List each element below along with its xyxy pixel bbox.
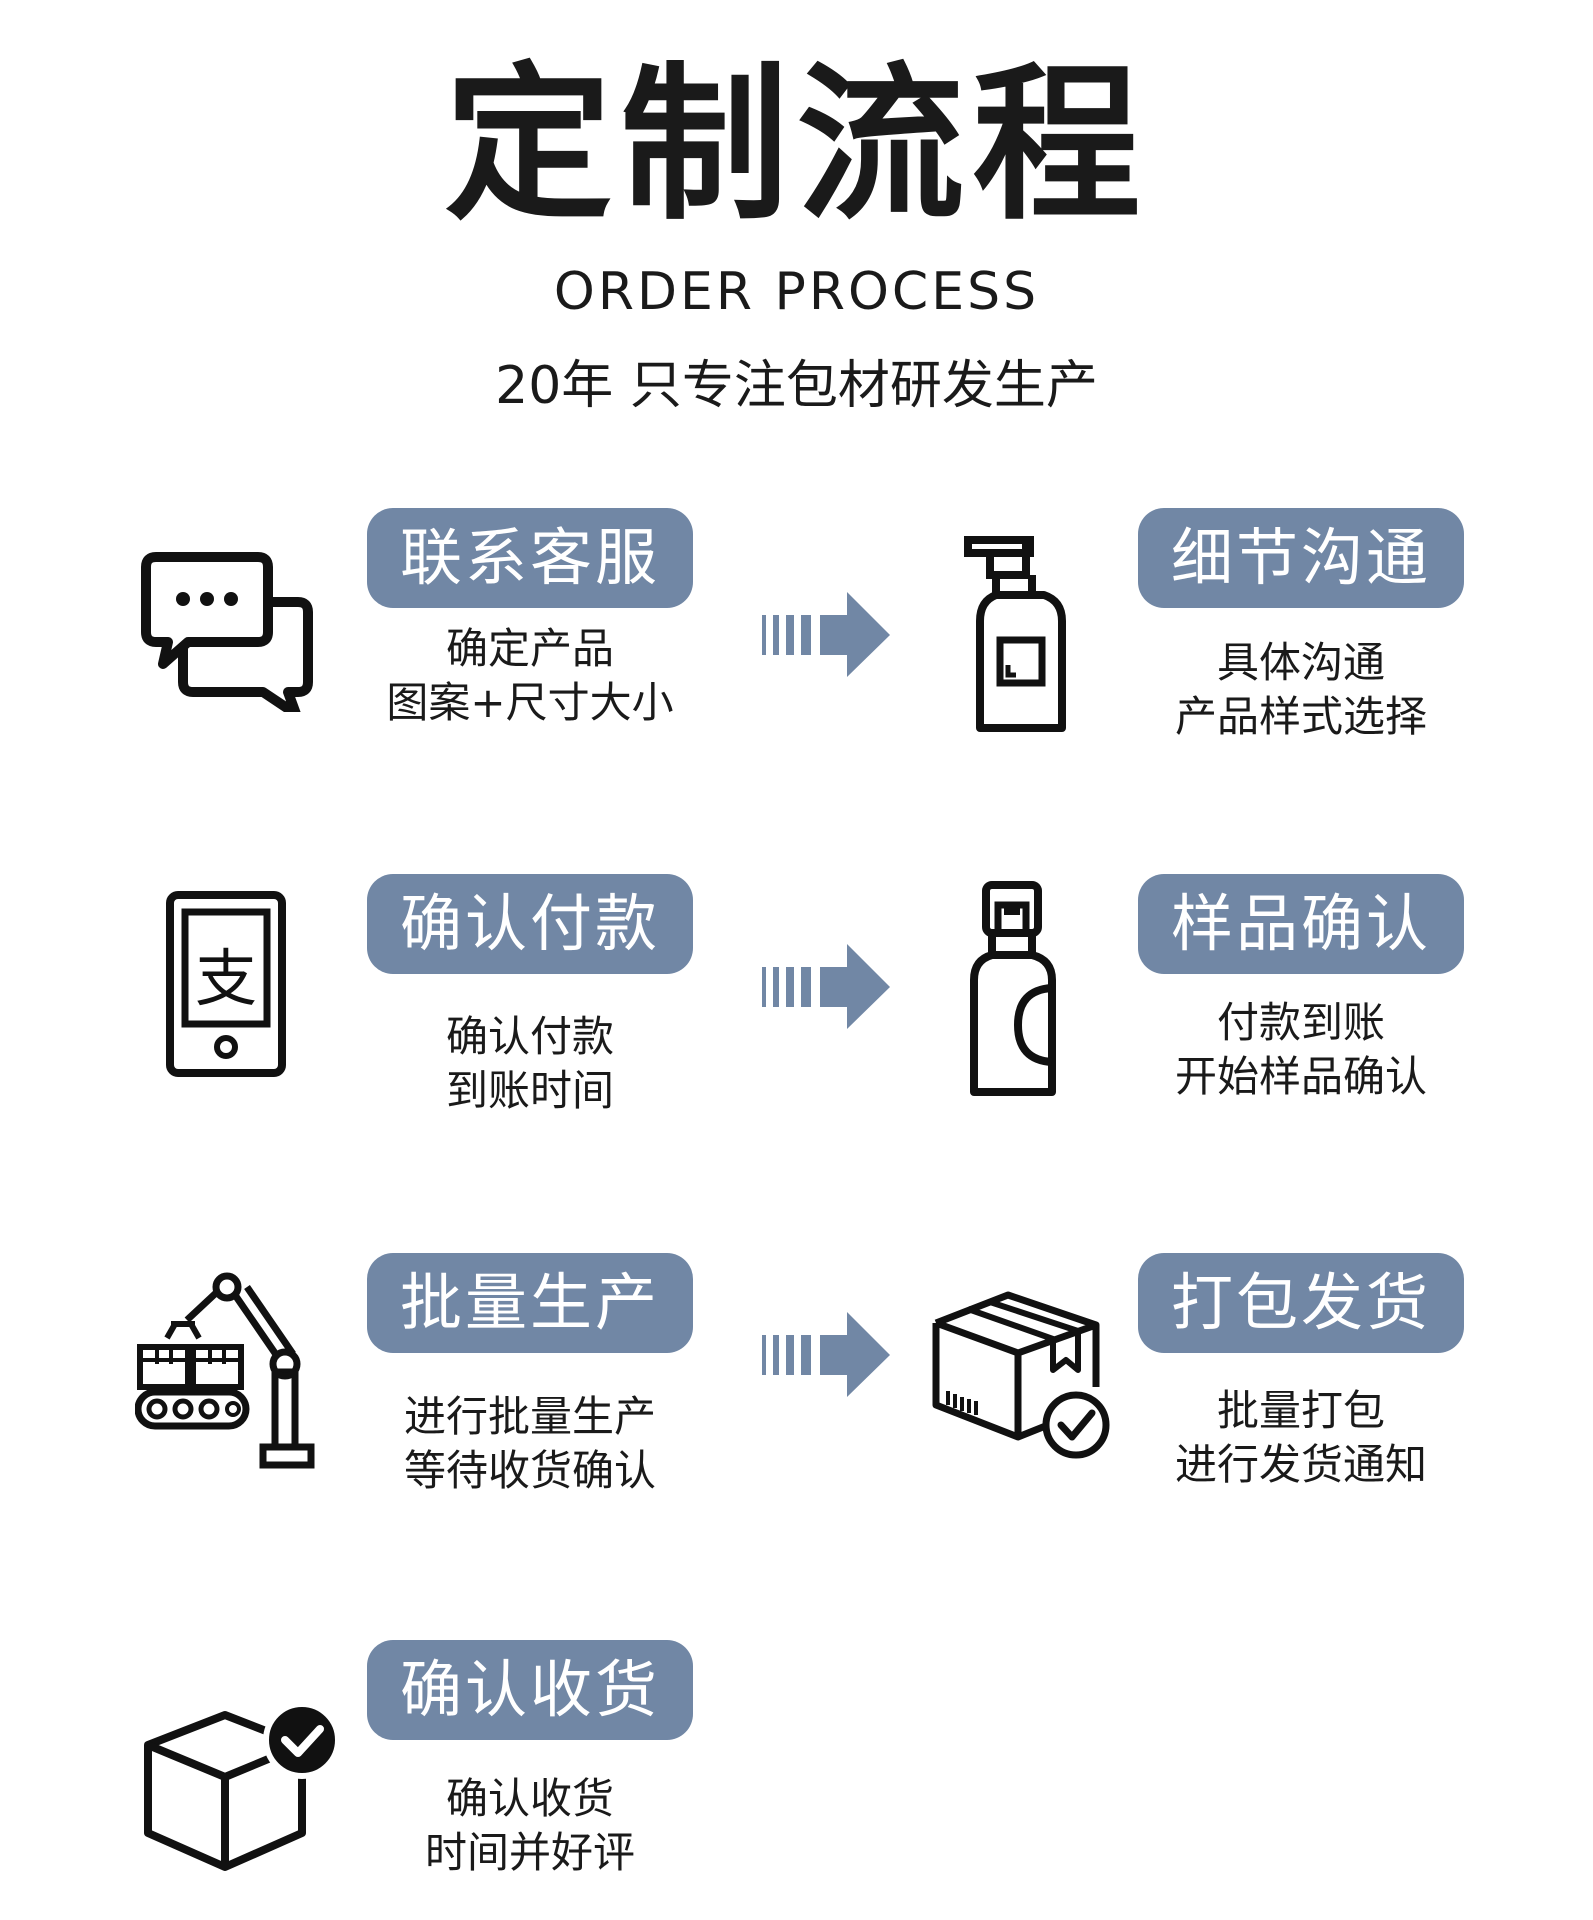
mobile-payment-icon: 支 [166, 891, 286, 1077]
arrow-right-icon [762, 944, 890, 1029]
step-title: 确认付款 [367, 874, 693, 974]
step-description: 确定产品 图案+尺寸大小 [386, 624, 674, 727]
arrow-right-icon [762, 1312, 890, 1397]
box-checkmark-icon [144, 1701, 341, 1871]
arrow-right-icon [762, 592, 890, 677]
step-title: 样品确认 [1138, 874, 1464, 974]
pump-bottle-icon [964, 536, 1066, 732]
step-description: 具体沟通 产品样式选择 [1174, 638, 1427, 741]
step-title: 联系客服 [367, 508, 693, 608]
page-subtitle-chinese: 20年 只专注包材研发生产 [495, 356, 1098, 416]
chat-bubbles-icon [141, 552, 313, 712]
step-description: 确认付款 到账时间 [445, 1012, 614, 1115]
step-title: 打包发货 [1138, 1253, 1464, 1353]
robot-arm-factory-icon [135, 1272, 315, 1469]
page-title: 定制流程 [444, 47, 1149, 243]
package-check-icon [932, 1291, 1110, 1459]
step-description: 确认收货 时间并好评 [424, 1774, 635, 1877]
step-title: 批量生产 [367, 1253, 693, 1353]
spray-bottle-icon [970, 881, 1056, 1096]
svg-text:支: 支 [195, 942, 257, 1015]
page-subtitle-english: ORDER PROCESS [553, 262, 1040, 322]
step-title: 细节沟通 [1138, 508, 1464, 608]
step-description: 付款到账 开始样品确认 [1174, 998, 1427, 1101]
step-description: 批量打包 进行发货通知 [1174, 1386, 1427, 1489]
step-description: 进行批量生产 等待收货确认 [403, 1392, 656, 1495]
step-title: 确认收货 [367, 1640, 693, 1740]
